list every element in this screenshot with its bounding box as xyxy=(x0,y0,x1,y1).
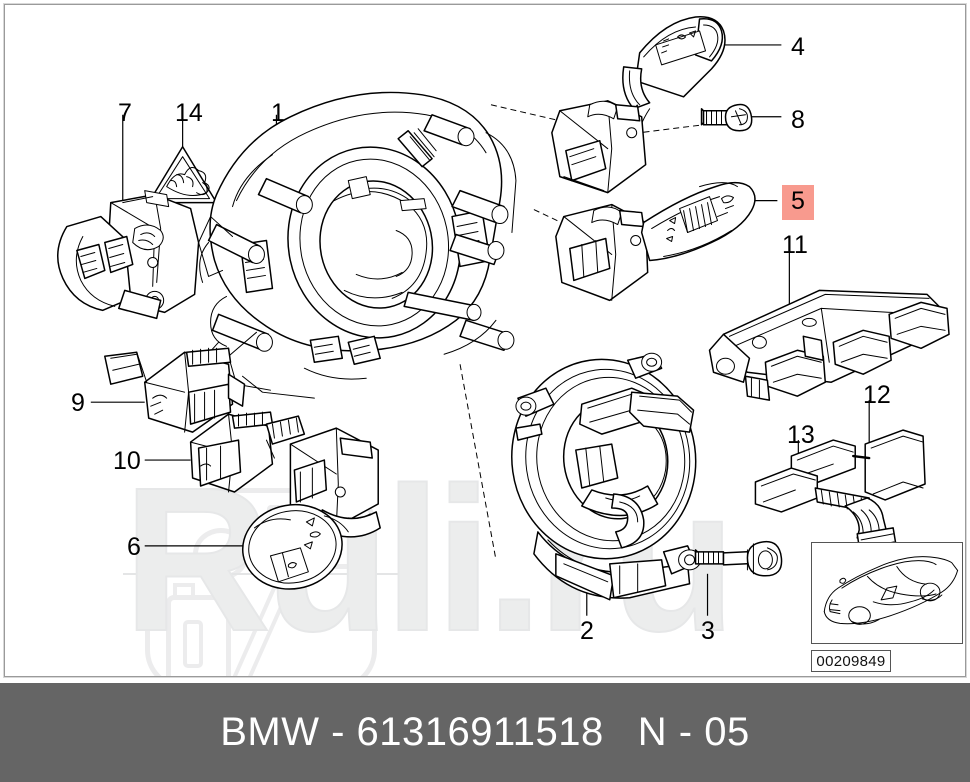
footer-part-number: BMW - 61316911518 xyxy=(220,710,604,754)
part-1-sub-switch-upper xyxy=(551,100,647,194)
callout-8: 8 xyxy=(791,106,805,134)
part-11-control-module xyxy=(708,289,950,401)
callout-5-highlighted: 5 xyxy=(782,185,814,220)
part-3-hex-bolt xyxy=(694,540,783,577)
part-2-coil-spring-cassette xyxy=(511,352,702,601)
callout-14: 14 xyxy=(175,99,203,127)
part-10-switch-unit-lower xyxy=(189,411,306,493)
exploded-view-drawing: .ln{fill:none;stroke:#000;stroke-width:1… xyxy=(57,16,950,616)
callout-13: 13 xyxy=(787,421,815,449)
vehicle-silhouette-icon xyxy=(823,556,959,625)
part-9-switch-unit-upper xyxy=(104,347,246,433)
footer-bar: BMW - 61316911518 N - 05 xyxy=(0,683,970,782)
callout-11: 11 xyxy=(782,231,808,259)
part-13-ribbon-cable xyxy=(754,467,898,561)
callout-2: 2 xyxy=(580,617,594,645)
part-8-screw xyxy=(700,103,753,132)
part-1-switch-cluster-housing xyxy=(198,91,517,399)
callout-12: 12 xyxy=(863,381,891,409)
diagram-code: 00209849 xyxy=(811,650,891,672)
part-14-warning-label xyxy=(147,145,218,204)
callout-9: 9 xyxy=(71,389,85,417)
part-5-wiper-switch-stalk xyxy=(555,181,756,302)
part-7-switch-left xyxy=(57,190,200,320)
callout-7: 7 xyxy=(118,99,132,127)
callout-10: 10 xyxy=(113,447,141,475)
callout-6: 6 xyxy=(127,533,141,561)
footer-section-code: N - 05 xyxy=(637,710,750,754)
callout-3: 3 xyxy=(701,617,715,645)
callout-1: 1 xyxy=(271,99,285,127)
callout-4: 4 xyxy=(791,33,805,61)
vehicle-inset-box xyxy=(811,542,963,644)
drawing-sheet: Ruli.ru .ln{fill:none;stroke:#000;stroke… xyxy=(4,4,966,677)
